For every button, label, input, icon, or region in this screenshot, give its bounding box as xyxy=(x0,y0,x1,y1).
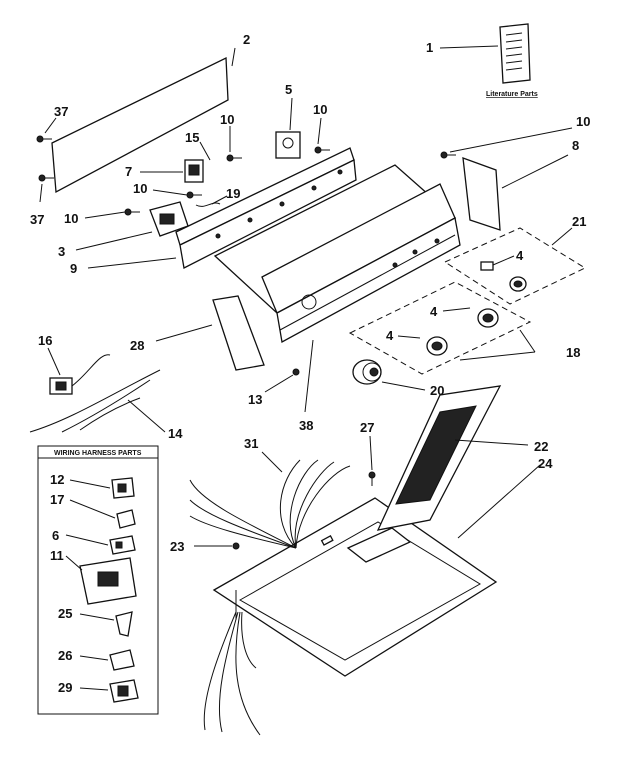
callout-29: 29 xyxy=(58,680,72,695)
callout-25: 25 xyxy=(58,606,72,621)
callout-27: 27 xyxy=(360,420,374,435)
callout-10-a: 10 xyxy=(64,211,78,226)
callout-4-c: 4 xyxy=(386,328,394,343)
large-knob xyxy=(352,359,382,385)
control-bracket xyxy=(175,147,357,269)
terminal-25 xyxy=(115,611,133,637)
connector-26 xyxy=(109,649,135,671)
switch xyxy=(184,159,204,183)
screw-37-bottom xyxy=(38,174,54,182)
lower-wires xyxy=(203,611,261,736)
callout-12: 12 xyxy=(50,472,64,487)
callout-18: 18 xyxy=(566,345,580,360)
callout-8: 8 xyxy=(572,138,579,153)
harness-14 xyxy=(29,369,161,433)
part-8 xyxy=(462,157,501,231)
timer xyxy=(149,201,189,237)
callout-26: 26 xyxy=(58,648,72,663)
callout-5: 5 xyxy=(285,82,292,97)
harness-16 xyxy=(49,354,111,395)
callout-2: 2 xyxy=(243,32,250,47)
knob-group-18 xyxy=(348,281,532,375)
wiring-harness-parts-title: WIRING HARNESS PARTS xyxy=(54,450,142,457)
callout-31: 31 xyxy=(244,436,258,451)
callout-17: 17 xyxy=(50,492,64,507)
callout-3: 3 xyxy=(58,244,65,259)
callout-10-b: 10 xyxy=(133,181,147,196)
rear-panel xyxy=(51,56,229,194)
filter-panel-22 xyxy=(376,385,502,531)
callout-19: 19 xyxy=(226,186,240,201)
screw-10-c xyxy=(226,154,242,162)
callout-22: 22 xyxy=(534,439,548,454)
wire-harness-31 xyxy=(189,459,351,549)
screw-27 xyxy=(368,471,376,486)
wiring-harness-box xyxy=(37,445,159,715)
callout-23: 23 xyxy=(170,539,184,554)
literature-parts-label: Literature Parts xyxy=(486,91,538,98)
callout-10-c: 10 xyxy=(220,112,234,127)
connector-6 xyxy=(109,535,136,555)
callout-1: 1 xyxy=(426,40,433,55)
callout-37-top: 37 xyxy=(54,104,68,119)
callout-13: 13 xyxy=(248,392,262,407)
knob-group-21 xyxy=(443,227,587,305)
callout-9: 9 xyxy=(70,261,77,276)
callout-24: 24 xyxy=(538,456,553,471)
callout-11: 11 xyxy=(50,548,64,563)
console-panel xyxy=(213,164,461,344)
screw-10-b xyxy=(186,191,202,199)
screw-37-top xyxy=(36,135,52,143)
callout-7: 7 xyxy=(125,164,132,179)
console-end-cap xyxy=(212,295,265,371)
callout-6: 6 xyxy=(52,528,59,543)
callout-4-a: 4 xyxy=(516,248,524,263)
callout-28: 28 xyxy=(130,338,144,353)
callout-4-b: 4 xyxy=(430,304,438,319)
literature-booklet xyxy=(499,23,531,84)
connector-12 xyxy=(111,477,135,499)
knob-middle xyxy=(477,308,499,328)
top-panel xyxy=(212,497,498,677)
callout-21: 21 xyxy=(572,214,586,229)
screw-10-a xyxy=(124,208,140,216)
part-5 xyxy=(275,131,301,159)
screw-10-e xyxy=(440,151,456,159)
callout-37-bottom: 37 xyxy=(30,212,44,227)
callout-10-e: 10 xyxy=(576,114,590,129)
screw-10-d xyxy=(314,146,330,154)
connector-29 xyxy=(109,679,139,703)
connector-11 xyxy=(79,557,137,605)
callout-15: 15 xyxy=(185,130,199,145)
knob-lower xyxy=(426,336,448,356)
callout-14: 14 xyxy=(168,426,183,441)
knob-upper xyxy=(480,261,527,292)
callout-38: 38 xyxy=(299,418,313,433)
callout-16: 16 xyxy=(38,333,52,348)
callout-10-d: 10 xyxy=(313,102,327,117)
connector-17 xyxy=(116,509,136,529)
